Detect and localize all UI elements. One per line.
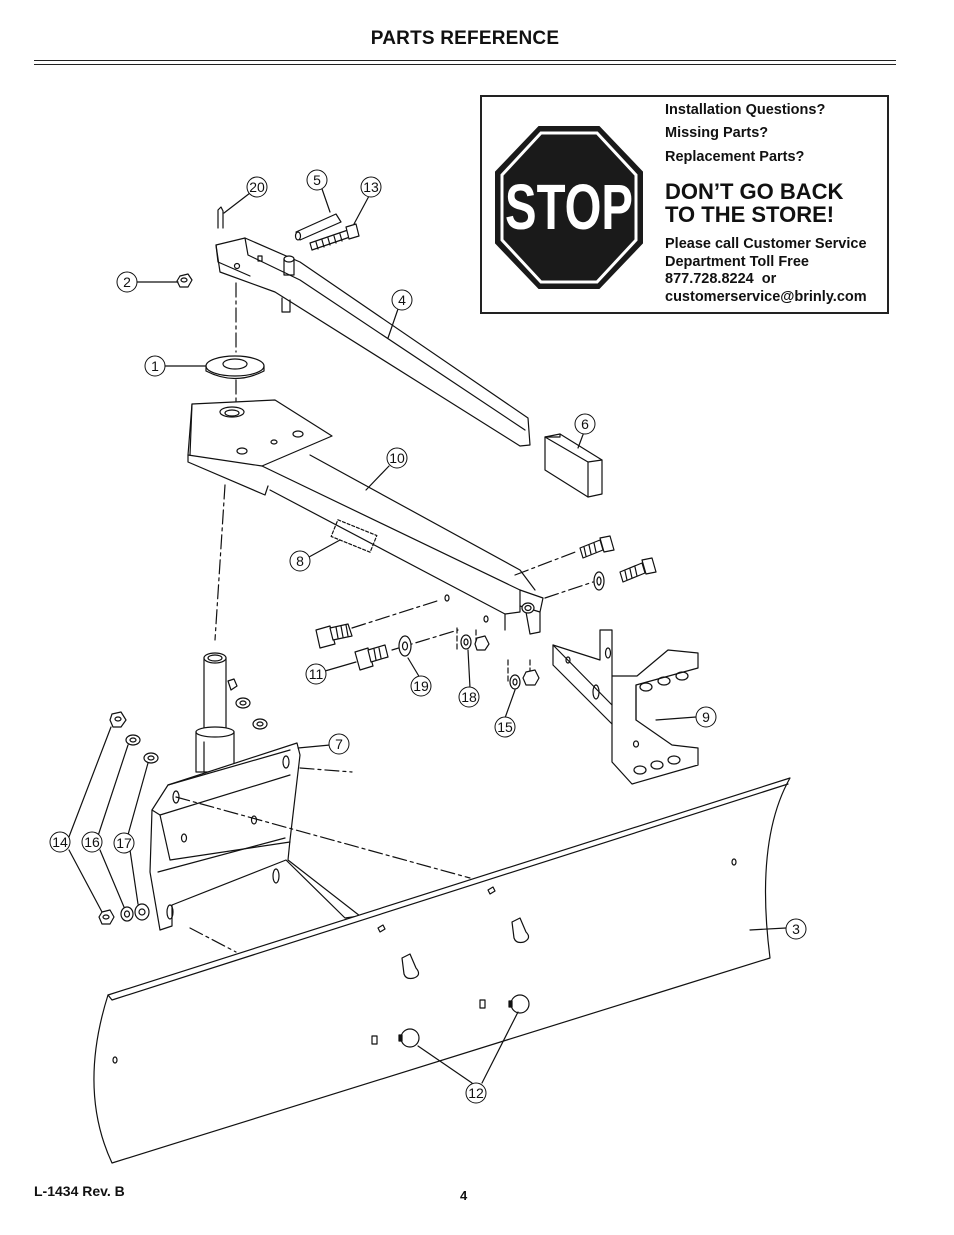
part-6-block (544, 433, 603, 498)
callout-2: 2 (123, 274, 131, 290)
callout-circle-19 (410, 675, 432, 697)
part-11-bolts (315, 623, 389, 671)
callout-13: 13 (363, 179, 379, 195)
callout-circle-5 (306, 169, 328, 191)
callout-7: 7 (335, 736, 343, 752)
callout-3: 3 (792, 921, 800, 937)
callout-circle-16 (81, 831, 103, 853)
stop-sign-text: STOP (505, 171, 633, 243)
part-4-arm (215, 237, 531, 447)
callout-circle-8 (289, 550, 311, 572)
part-20-pin (217, 206, 224, 229)
callout-1: 1 (151, 358, 159, 374)
part-9-bracket (552, 629, 699, 785)
page-number: 4 (460, 1188, 468, 1203)
blade-bolts (398, 917, 530, 1048)
callout-10: 10 (389, 450, 405, 466)
question-missing-parts: Missing Parts? (665, 125, 769, 141)
part-7-post (195, 652, 235, 773)
callout-circle-11 (305, 663, 327, 685)
header-rule (34, 60, 896, 61)
callout-20: 20 (249, 179, 265, 195)
callout-circle-13 (360, 176, 382, 198)
callout-14: 14 (52, 834, 68, 850)
callout-circle-7 (328, 733, 350, 755)
phone-number: 877.728.8224 or (665, 271, 777, 287)
contact-line-2: Department Toll Free (665, 253, 809, 270)
parts-14-16-17-lower (98, 903, 150, 925)
callout-16: 16 (84, 834, 100, 850)
part-5-pin (294, 213, 342, 241)
callout-5: 5 (313, 172, 321, 188)
callout-circle-1 (144, 355, 166, 377)
headline-line-2: TO THE STORE! (665, 202, 835, 227)
email-address: customerservice@brinly.com (665, 288, 867, 305)
callout-circle-18 (458, 686, 480, 708)
callout-17: 17 (116, 835, 132, 851)
customer-service-notice: STOP Installation Questions? Missing Par… (480, 95, 889, 314)
contact-line-1: Please call Customer Service (665, 236, 867, 252)
callout-6: 6 (581, 416, 589, 432)
headline-line-1: DON’T GO BACK (665, 179, 844, 204)
callout-8: 8 (296, 553, 304, 569)
callout-15: 15 (497, 719, 513, 735)
page-title: PARTS REFERENCE (370, 28, 560, 49)
callout-18: 18 (461, 689, 477, 705)
callout-12: 12 (468, 1085, 484, 1101)
callout-circle-14 (49, 831, 71, 853)
header-rule-secondary (34, 64, 896, 65)
part-7-bracket (149, 742, 361, 931)
parts-14-16-17-upper (109, 711, 159, 764)
callout-circle-15 (494, 716, 516, 738)
callout-circle-2 (116, 271, 138, 293)
callout-circle-9 (695, 706, 717, 728)
callout-circle-17 (113, 832, 135, 854)
callout-circle-12 (465, 1082, 487, 1104)
callout-circle-3 (785, 918, 807, 940)
part-3-blade (93, 777, 791, 1164)
callout-4: 4 (398, 292, 406, 308)
question-replacement-parts: Replacement Parts? (665, 149, 805, 165)
question-installation: Installation Questions? (665, 102, 826, 118)
callout-circle-20 (246, 176, 268, 198)
part-10-frame (187, 399, 544, 635)
part-13-bolt (309, 223, 360, 251)
callout-11: 11 (309, 666, 324, 682)
part-2-nut (176, 273, 193, 288)
contact-info: Please call Customer Service Department … (665, 236, 890, 306)
callout-19: 19 (413, 678, 429, 694)
callout-circle-10 (386, 447, 408, 469)
document-number: L-1434 Rev. B (34, 1183, 125, 1199)
part-15-nut (507, 659, 540, 690)
upper-right-bolts (579, 535, 657, 591)
callout-9: 9 (702, 709, 710, 725)
part-1-washer (205, 355, 265, 380)
callout-circle-6 (574, 413, 596, 435)
headline: DON’T GO BACK TO THE STORE! (665, 180, 843, 226)
stop-sign-icon: STOP (495, 126, 643, 289)
callout-circle-4 (391, 289, 413, 311)
part-19-washer (398, 635, 412, 657)
small-hardware-near-post (227, 678, 268, 730)
part-18-nut (456, 627, 490, 651)
